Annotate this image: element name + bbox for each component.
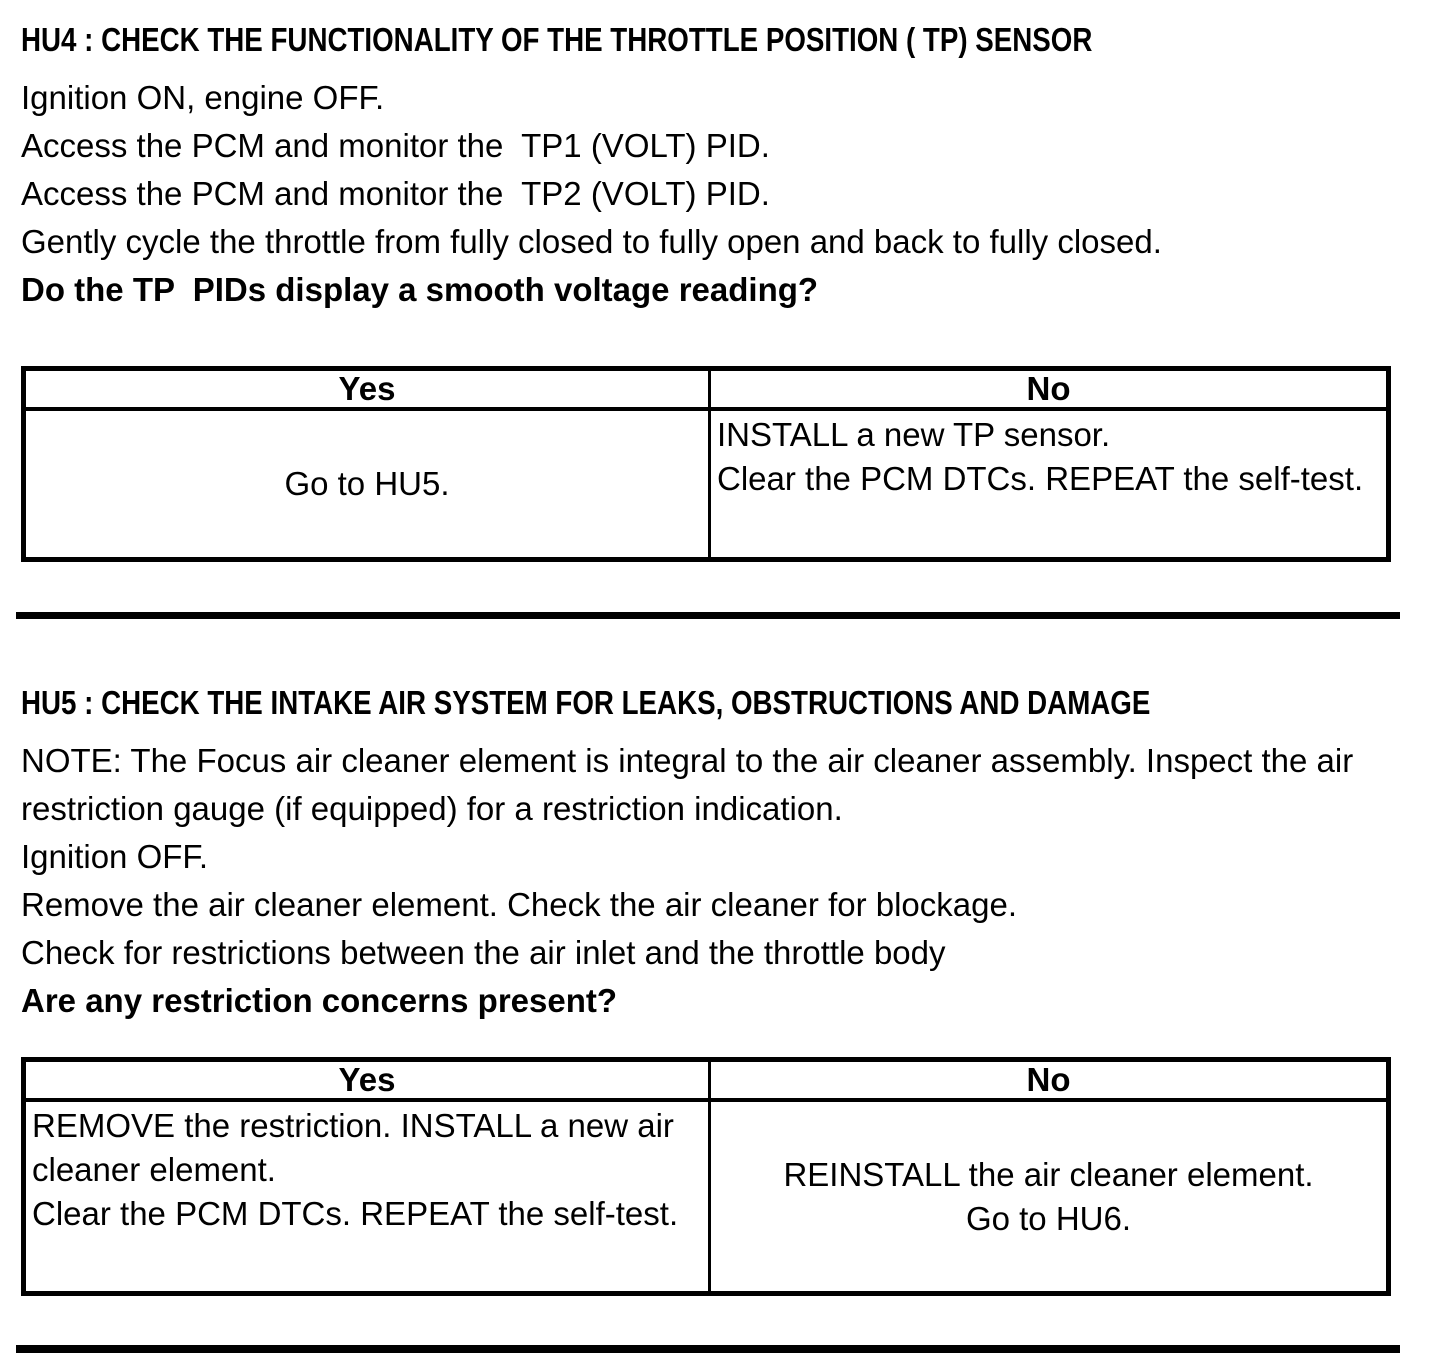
decision-table-hu5: Yes No REMOVE the restriction. INSTALL a… [21,1057,1391,1296]
yes-column-header: Yes [23,1059,711,1102]
section-hu5: HU5 : CHECK THE INTAKE AIR SYSTEM FOR LE… [16,683,1412,1353]
yes-action-cell: REMOVE the restriction. INSTALL a new ai… [23,1100,711,1294]
procedure-step: Check for restrictions between the air i… [21,934,946,971]
decision-table-header-row: Yes No [23,1059,1389,1102]
page-bottom-rule [16,1345,1400,1353]
decision-table-hu4: Yes No Go to HU5. INSTALL a new TP senso… [21,366,1391,562]
decision-table-header-row: Yes No [23,368,1389,411]
section-heading-hu5: HU5 : CHECK THE INTAKE AIR SYSTEM FOR LE… [21,684,1151,721]
procedure-step: Access the PCM and monitor the TP1 (VOLT… [21,127,770,164]
section-hu4: HU4 : CHECK THE FUNCTIONALITY OF THE THR… [16,20,1412,619]
decision-question: Do the TP PIDs display a smooth voltage … [21,271,819,308]
section-divider-rule [16,612,1400,619]
yes-action-cell: Go to HU5. [23,409,711,560]
decision-table-body-row: Go to HU5. INSTALL a new TP sensor. Clea… [23,409,1389,560]
no-action-cell: REINSTALL the air cleaner element. Go to… [783,1155,1314,1237]
procedure-step: Ignition OFF. [21,838,209,875]
no-column-header: No [709,1059,1389,1102]
decision-question: Are any restriction concerns present? [21,982,618,1019]
procedure-step: Remove the air cleaner element. Check th… [21,886,1018,923]
yes-column-header: Yes [23,368,711,411]
procedure-step: Access the PCM and monitor the TP2 (VOLT… [21,175,770,212]
procedure-step: Ignition ON, engine OFF. [21,79,385,116]
procedure-note: NOTE: The Focus air cleaner element is i… [21,742,1363,827]
procedure-step: Gently cycle the throttle from fully clo… [21,223,1162,260]
decision-table-body-row: REMOVE the restriction. INSTALL a new ai… [23,1100,1389,1294]
no-column-header: No [709,368,1389,411]
section-heading-hu4: HU4 : CHECK THE FUNCTIONALITY OF THE THR… [21,21,1093,58]
no-action-cell: INSTALL a new TP sensor. Clear the PCM D… [717,416,1364,497]
